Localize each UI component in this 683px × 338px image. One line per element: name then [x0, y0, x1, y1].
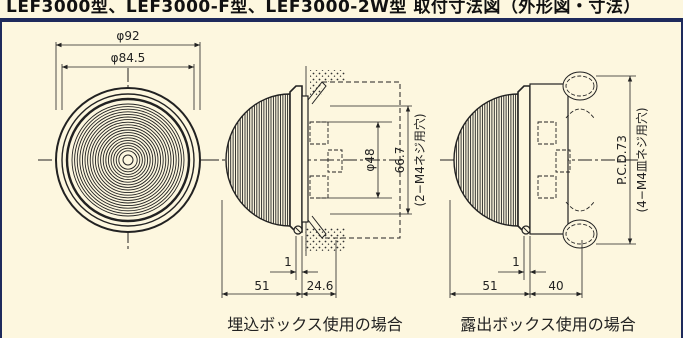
header-title: LEF3000型、LEF3000-F型、LEF3000-2W型 取付寸法図（外形… — [6, 0, 641, 17]
surface-lens-dome — [453, 93, 519, 227]
surface-component-3 — [537, 175, 557, 199]
embedded-lens-dome — [225, 93, 291, 227]
front-lens-ring — [97, 129, 159, 191]
embedded-bracket-bottom — [307, 215, 327, 239]
front-lens-ring — [76, 108, 180, 212]
front-lens-ring — [81, 113, 175, 207]
embedded-component-2 — [327, 149, 343, 173]
embedded-wall-bottom — [305, 228, 345, 252]
front-lens-ring — [74, 106, 182, 214]
front-lens-rings — [71, 103, 185, 217]
embedded-side-view: φ48 66.7 (2−M4ネジ用穴) 1 51 24.6 埋込ボックス使用の場… — [205, 66, 427, 334]
front-lens-ring — [100, 132, 156, 188]
dim-screw-note: (2−M4ネジ用穴) — [412, 113, 427, 206]
surface-screw-slot — [522, 226, 530, 234]
front-lens-ring — [84, 116, 172, 204]
surface-arc-bottom — [565, 201, 595, 212]
dim-51-label: 51 — [254, 279, 269, 293]
dim-gap-label: 1 — [284, 255, 292, 269]
dim-667-label: 66.7 — [393, 147, 407, 174]
front-lens-ring — [110, 142, 146, 178]
surface-arc-top — [565, 108, 595, 119]
front-lens-center — [122, 154, 134, 166]
front-lens-ring — [71, 103, 185, 217]
front-lens-ring — [102, 134, 154, 186]
front-lens-ring — [107, 139, 149, 181]
dim-inner-label: φ84.5 — [111, 51, 146, 65]
front-lens-ring — [92, 124, 164, 196]
dim-40-label: 40 — [548, 279, 563, 293]
embedded-component-3 — [309, 175, 329, 199]
embedded-bracket-top — [307, 81, 327, 105]
surface-dome-outline — [453, 93, 519, 227]
surface-component-2 — [555, 149, 571, 173]
surface-ear-bottom — [562, 219, 598, 249]
front-lens-ring — [94, 126, 162, 194]
embedded-caption: 埋込ボックス使用の場合 — [227, 315, 403, 334]
header-rule — [0, 18, 683, 20]
front-lens-ring — [79, 111, 177, 209]
surface-ear-top — [562, 71, 598, 101]
surface-component-1 — [537, 121, 557, 145]
embedded-component-1 — [309, 121, 329, 145]
surface-flange — [517, 85, 531, 233]
dim-51-label-surface: 51 — [482, 279, 497, 293]
embedded-dome-outline — [225, 93, 291, 227]
embedded-body-plate — [301, 95, 309, 223]
surface-caption: 露出ボックス使用の場合 — [460, 315, 636, 334]
front-lens-ring — [105, 137, 151, 183]
embedded-screw-slot — [294, 226, 302, 234]
front-lens-ring — [87, 119, 169, 201]
dim-246-label: 24.6 — [307, 279, 334, 293]
frame-right-border — [681, 22, 683, 338]
embedded-flange — [289, 85, 303, 233]
surface-box-body — [529, 83, 569, 235]
embedded-box-outline — [322, 81, 401, 239]
front-lens-ring — [115, 147, 141, 173]
dim-outer-label: φ92 — [116, 29, 139, 43]
embedded-wall-top — [305, 70, 345, 96]
dim-gap-label-surface: 1 — [512, 255, 520, 269]
front-lens-ring — [118, 150, 138, 170]
surface-hole-top — [565, 75, 595, 97]
front-lens-ring — [113, 145, 143, 175]
dim-48-label: φ48 — [363, 148, 377, 171]
surface-hole-bottom — [565, 223, 595, 245]
dim-screw-note-surface: (4−M4皿ネジ用穴) — [634, 107, 649, 212]
header-bar: LEF3000型、LEF3000-F型、LEF3000-2W型 取付寸法図（外形… — [0, 0, 683, 22]
dim-pcd-label: P.C.D.73 — [615, 135, 629, 185]
front-lens-ring — [89, 121, 167, 199]
surface-side-view: P.C.D.73 (4−M4皿ネジ用穴) 1 51 40 露出ボックス使用の場合 — [440, 71, 649, 334]
front-view: φ92 φ84.5 — [38, 29, 220, 252]
frame-left-border — [0, 22, 2, 338]
